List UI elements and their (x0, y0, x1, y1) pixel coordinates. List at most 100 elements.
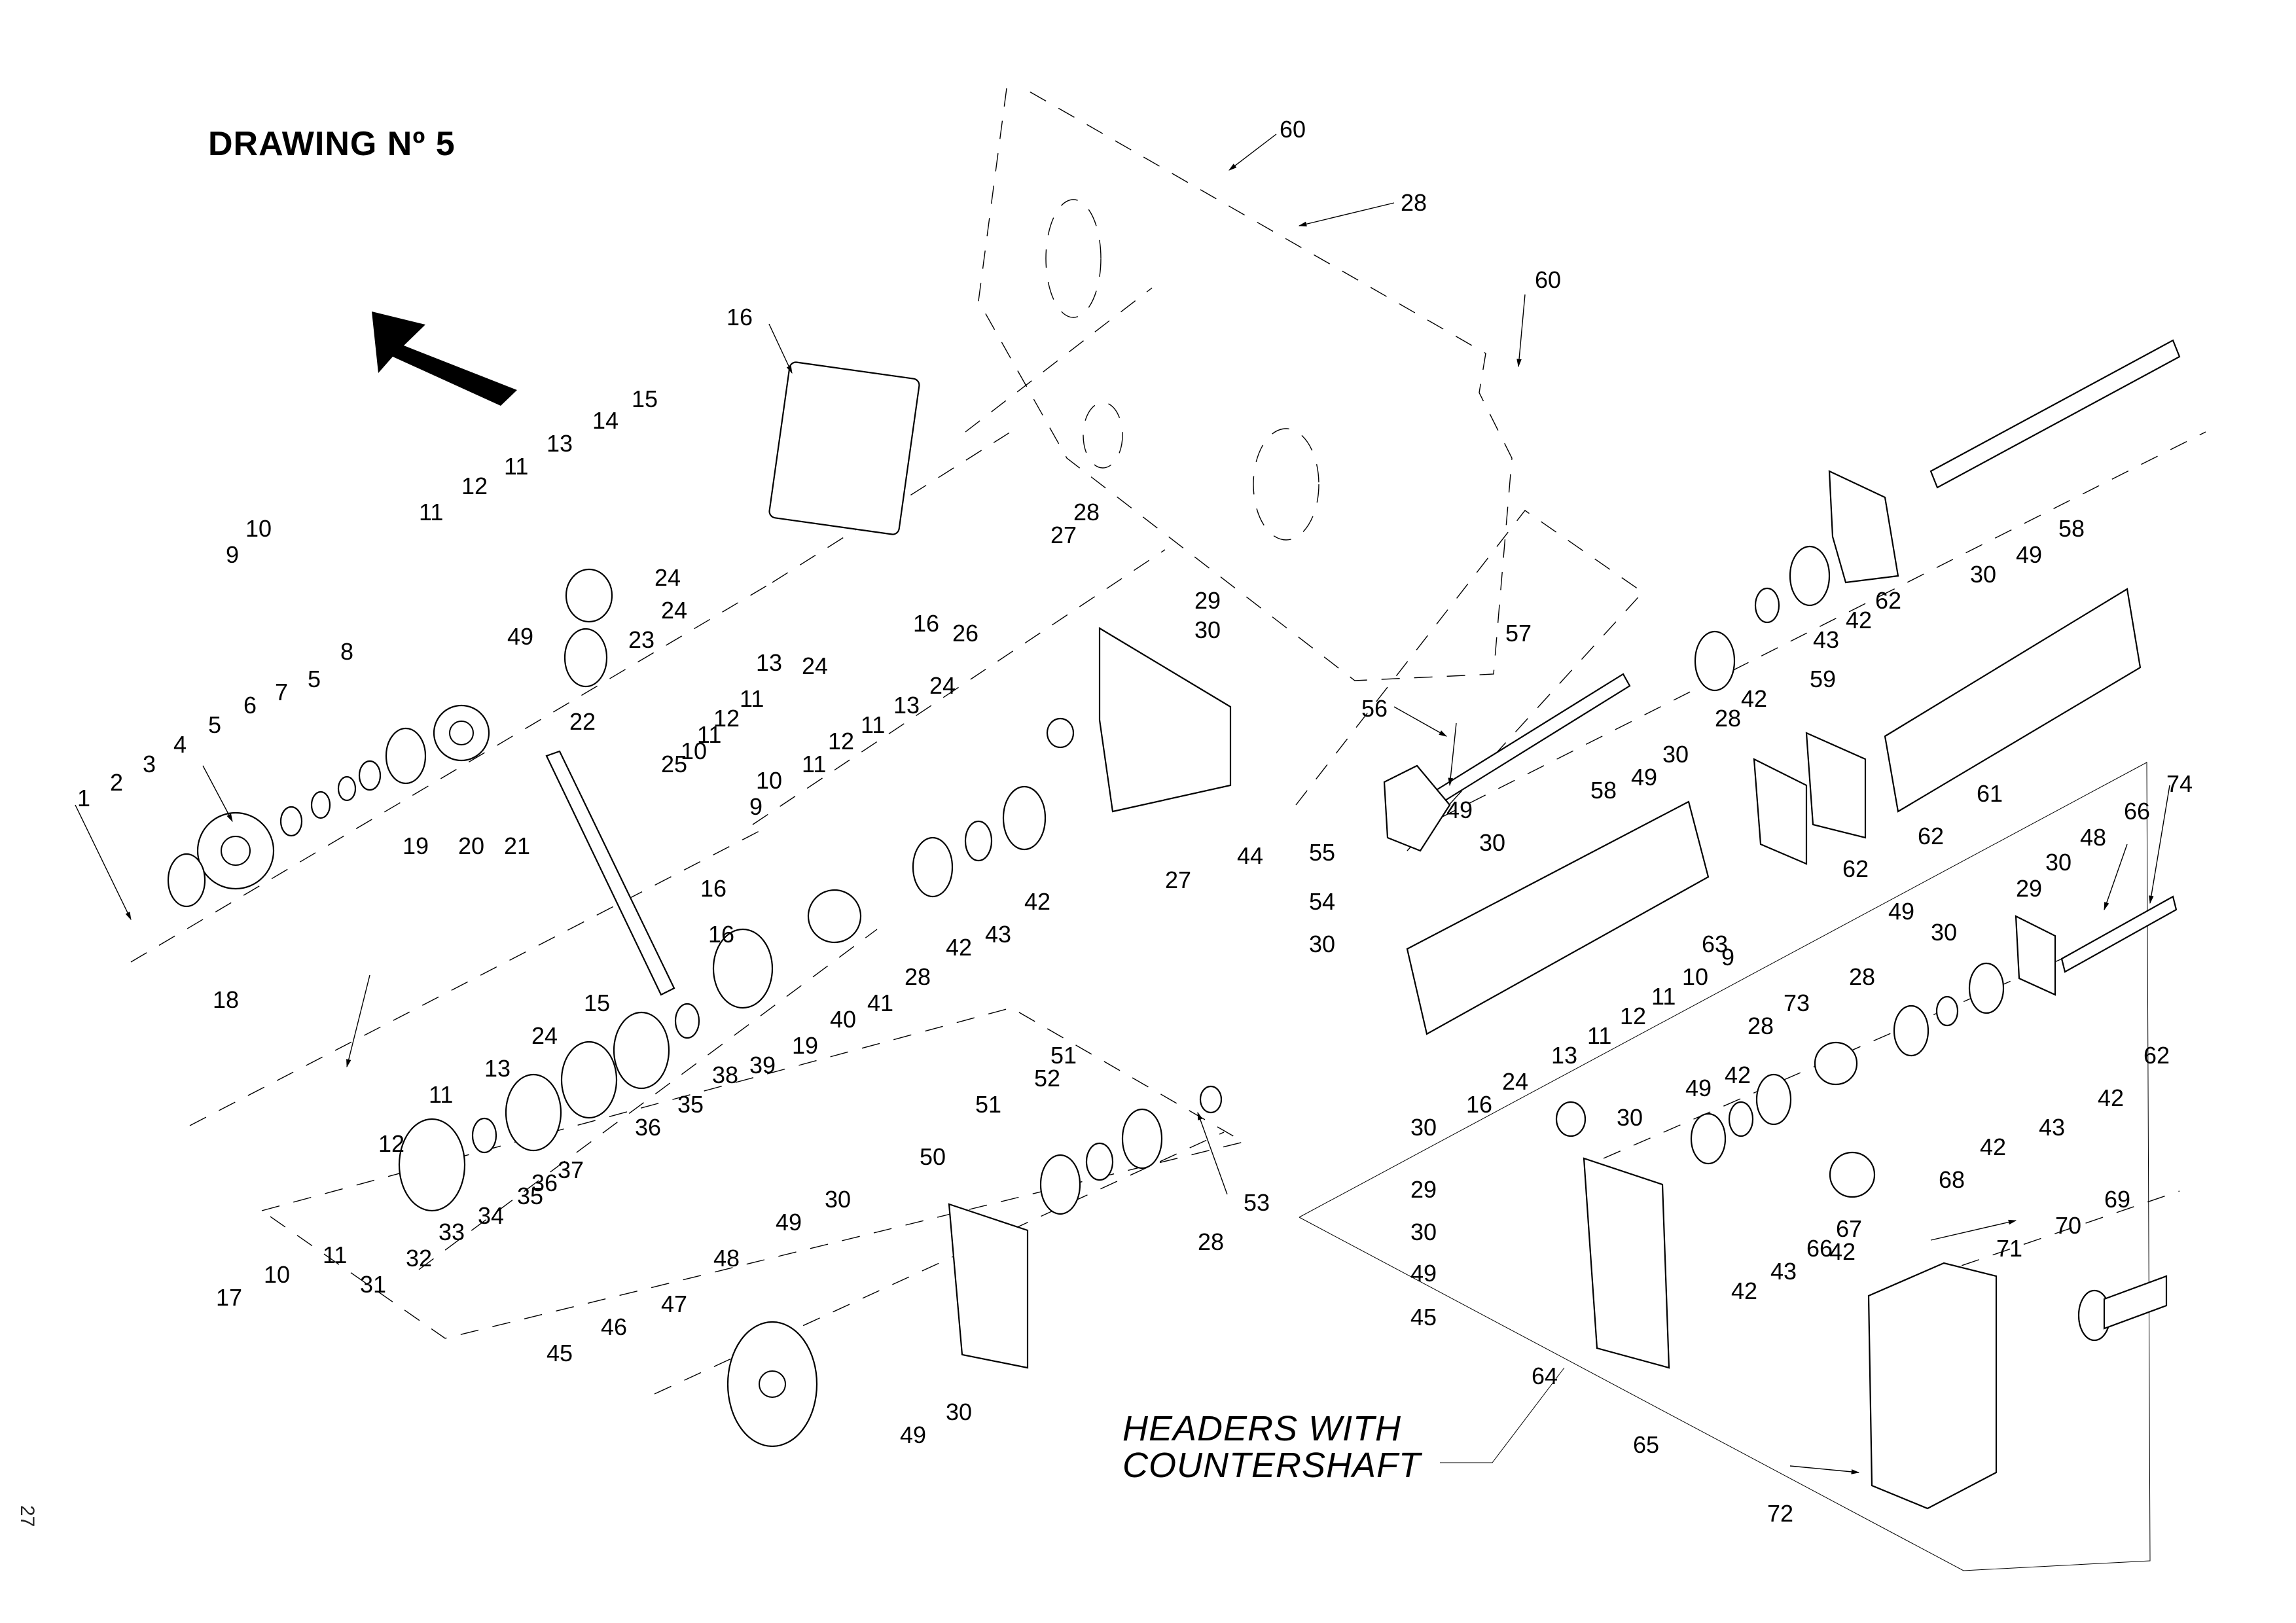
callout: 23 (628, 626, 655, 653)
callout: 30 (1662, 741, 1689, 768)
callout: 42 (1741, 685, 1767, 712)
bearing-plate-55 (1383, 764, 1451, 852)
callout: 30 (1479, 829, 1505, 856)
callout: 51 (975, 1091, 1001, 1118)
arrow-up-left-icon (372, 312, 517, 406)
callout: 28 (905, 963, 931, 990)
callout: 24 (661, 597, 687, 624)
callout: 24 (929, 672, 956, 699)
callout: 49 (1685, 1075, 1712, 1101)
callout: 63 (1702, 931, 1728, 957)
callout: 11 (1587, 1022, 1611, 1049)
pulley-47 (726, 1321, 818, 1448)
callout: 30 (1617, 1104, 1643, 1131)
callout: 16 (913, 610, 939, 637)
callout: 30 (2045, 849, 2072, 876)
note-line-2: COUNTERSHAFT (1122, 1446, 1421, 1485)
callout: 28 (1849, 963, 1875, 990)
callout: 58 (1590, 777, 1617, 804)
callout: 29 (1410, 1176, 1437, 1203)
guard-72 (1867, 1262, 1998, 1510)
callout: 53 (1244, 1189, 1270, 1216)
callout: 45 (547, 1340, 573, 1366)
note-leader-line (1440, 1367, 1565, 1463)
callout: 43 (2039, 1114, 2065, 1141)
callout: 42 (1846, 607, 1872, 633)
callout: 34 (478, 1202, 504, 1229)
callout: 70 (2055, 1212, 2081, 1239)
callout: 37 (558, 1156, 584, 1183)
callout: 54 (1309, 888, 1335, 915)
callout: 29 (1194, 587, 1221, 614)
callout: 57 (1505, 620, 1532, 647)
callout: 47 (661, 1291, 687, 1317)
callout: 16 (1466, 1091, 1492, 1118)
bearing-flanges-42-43 (912, 785, 1047, 898)
callout: 28 (1073, 499, 1100, 526)
callout: 52 (1034, 1065, 1060, 1092)
callout: 5 (208, 711, 221, 738)
callout: 11 (802, 751, 826, 777)
callout: 62 (1918, 823, 1944, 849)
callout: 8 (340, 638, 353, 665)
countershaft-frame (1299, 762, 2151, 1571)
headers-with-countershaft-note: HEADERS WITH COUNTERSHAFT (1122, 1410, 1421, 1484)
callout: 1 (77, 785, 90, 812)
callout: 69 (2104, 1186, 2130, 1213)
callout: 61 (1977, 780, 2003, 807)
pulley-frame (261, 1007, 1245, 1339)
callout: 12 (828, 728, 854, 755)
callout: 11 (323, 1241, 347, 1268)
countershaft-flanges (1690, 962, 2005, 1198)
callout: 36 (635, 1114, 661, 1141)
callout: 24 (655, 564, 681, 591)
frame-outline-upper-right (1295, 510, 1644, 851)
clutch-plates-34-37 (398, 1003, 700, 1212)
callout: 13 (484, 1055, 511, 1082)
callout: 15 (584, 990, 610, 1016)
shaft-58 (1432, 339, 2181, 805)
callout: 35 (677, 1091, 704, 1118)
callout: 66 (2124, 798, 2150, 825)
callout: 24 (802, 652, 828, 679)
callout: 12 (713, 705, 740, 732)
callout: 49 (1410, 1260, 1437, 1287)
callout: 30 (1410, 1114, 1437, 1141)
callout: 30 (946, 1399, 972, 1425)
callout: 55 (1309, 839, 1335, 866)
callout: 9 (1721, 944, 1734, 971)
callout: 28 (1748, 1012, 1774, 1039)
callout: 66 (1806, 1235, 1833, 1262)
callout: 9 (226, 541, 239, 568)
callout: 68 (1939, 1166, 1965, 1193)
callout: 43 (1770, 1258, 1797, 1285)
callout: 49 (2016, 541, 2042, 568)
callout: 28 (1715, 705, 1741, 732)
callout: 43 (985, 921, 1011, 948)
callout: 28 (1198, 1228, 1224, 1255)
callout: 20 (458, 832, 484, 859)
side-plate (965, 88, 1513, 681)
housing-65 (1583, 1157, 1670, 1369)
callout: 12 (461, 473, 488, 499)
callout: 42 (1829, 1238, 1856, 1265)
tension-arm-21 (545, 750, 675, 996)
callout: 10 (681, 738, 707, 764)
callout: 30 (1309, 931, 1335, 957)
callout: 67 (1836, 1215, 1862, 1242)
callout: 21 (504, 832, 530, 859)
callout: 35 (517, 1183, 543, 1209)
flange-70 (2077, 1275, 2168, 1342)
shaft-74 (2060, 895, 2178, 973)
callout: 27 (1165, 866, 1191, 893)
bearings-5-8 (279, 727, 427, 837)
callout: 7 (275, 679, 288, 705)
callout-labels: 1 2 3 4 5 5 6 7 8 9 10 11 12 11 13 24 49… (77, 116, 2193, 1527)
callout: 13 (547, 430, 573, 457)
callout: 16 (700, 875, 726, 902)
callout: 42 (1731, 1277, 1757, 1304)
note-line-1: HEADERS WITH (1122, 1409, 1402, 1448)
callout: 28 (1401, 189, 1427, 216)
callout: 10 (264, 1261, 290, 1288)
